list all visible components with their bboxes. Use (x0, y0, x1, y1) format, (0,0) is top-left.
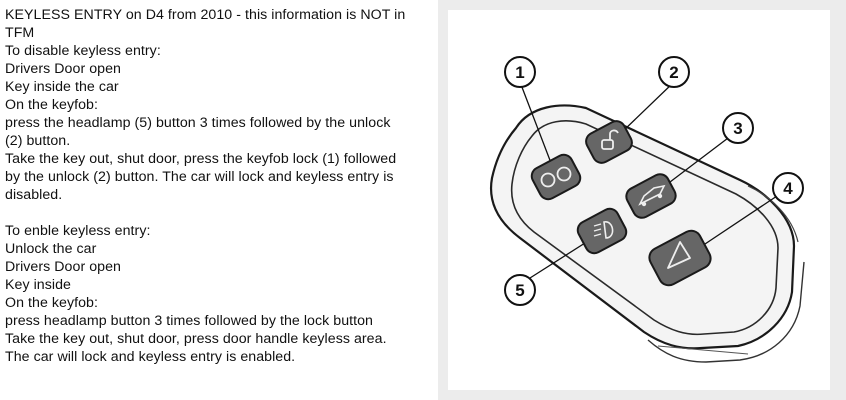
padlock-closed-icon (540, 166, 572, 188)
callout-label: 1 (515, 63, 524, 82)
text-line: Unlock the car (5, 241, 97, 257)
text-line: by the unlock (2) button. The car will l… (5, 169, 394, 185)
callout-1: 1 (504, 56, 536, 88)
text-line: On the keyfob: (5, 97, 98, 113)
callout-label: 3 (733, 119, 742, 138)
headlamp-button (576, 207, 628, 255)
lock-button (530, 153, 582, 201)
callout-label: 5 (515, 281, 524, 300)
padlock-open-icon (601, 129, 619, 150)
hazard-button (648, 229, 712, 287)
text-line: press the headlamp (5) button 3 times fo… (5, 115, 391, 131)
unlock-button (585, 120, 633, 164)
text-line: KEYLESS ENTRY on D4 from 2010 - this inf… (5, 7, 406, 23)
text-line: disabled. (5, 187, 63, 203)
callout-5: 5 (504, 274, 536, 306)
callout-label: 4 (783, 179, 793, 198)
text-line: Drivers Door open (5, 61, 121, 77)
callout-2: 2 (658, 56, 690, 88)
keyfob-body (490, 104, 805, 363)
callout-3: 3 (722, 112, 754, 144)
text-line: Key inside the car (5, 79, 119, 95)
text-line: The car will lock and keyless entry is e… (5, 349, 296, 365)
callout-label: 2 (669, 63, 678, 82)
text-line: To disable keyless entry: (5, 43, 161, 59)
text-line: Take the key out, shut door, press door … (5, 331, 387, 347)
callout-4: 4 (772, 172, 804, 204)
hazard-triangle-icon (667, 241, 691, 269)
text-line: TFM (5, 25, 35, 41)
text-line: press headlamp button 3 times followed b… (5, 313, 373, 329)
text-line: On the keyfob: (5, 295, 98, 311)
car-tailgate-icon (638, 184, 666, 207)
text-line: Drivers Door open (5, 259, 121, 275)
text-line: Take the key out, shut door, press the k… (5, 151, 397, 167)
tailgate-button (625, 173, 677, 219)
keyfob-illustration: 1 2 3 4 5 (490, 56, 805, 363)
text-line: To enble keyless entry: (5, 223, 151, 239)
keyfob-diagram: 1 2 3 4 5 (448, 10, 830, 390)
instructions-text: KEYLESS ENTRY on D4 from 2010 - this inf… (0, 0, 438, 400)
headlamp-icon (593, 221, 614, 239)
text-line: Key inside (5, 277, 71, 293)
text-line: (2) button. (5, 133, 71, 149)
